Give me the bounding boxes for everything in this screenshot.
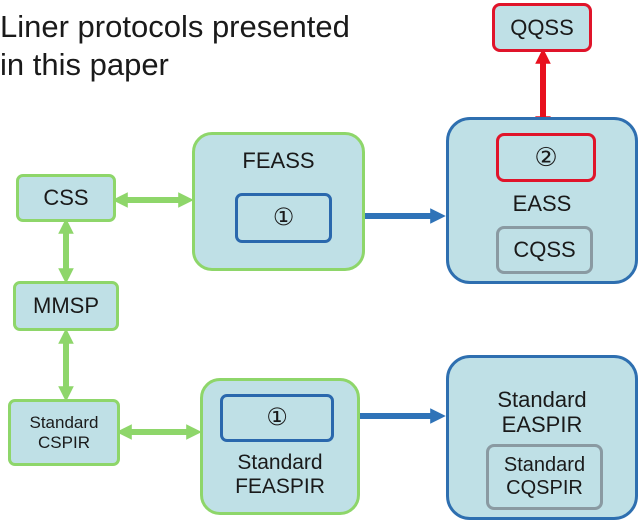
feass-marker: ① [272,204,295,232]
feass-box: FEASS ① [192,132,365,271]
eass-title: EASS [512,191,572,217]
cqss-label: CQSS [513,237,576,263]
standard-feaspir-line-2: FEASPIR [235,475,325,498]
standard-feaspir-line-1: Standard [237,450,323,474]
standard-feaspir-box: ① Standard FEASPIR [200,378,360,515]
eass-marker: ② [534,141,558,172]
mmsp-box: MMSP [13,281,119,331]
mmsp-label: MMSP [33,293,99,319]
standard-cspir-line-2: CSPIR [38,432,90,452]
feass-title: FEASS [242,148,315,174]
standard-cspir-line-1: Standard [29,412,99,432]
qqss-label: QQSS [510,14,574,40]
eass-marker-box: ② [496,133,596,182]
standard-easpir-label: Standard EASPIR [449,386,635,438]
eass-box: ② EASS CQSS [446,117,638,284]
standard-cqspir-box: Standard CQSPIR [486,444,603,510]
standard-cspir-box: Standard CSPIR [8,399,120,466]
feaspir-marker-box: ① [220,394,334,442]
css-label: CSS [43,185,89,211]
feaspir-marker: ① [266,404,288,432]
qqss-box: QQSS [492,3,592,52]
heading-line-2: in this paper [0,47,169,82]
diagram-heading: Liner protocols presented in this paper [0,8,350,84]
standard-easpir-line-2: EASPIR [501,412,583,437]
heading-line-1: Liner protocols presented [0,9,350,44]
feass-marker-box: ① [235,193,332,243]
standard-feaspir-label: Standard FEASPIR [203,447,357,503]
standard-cqspir-line-2: CQSPIR [506,477,583,499]
standard-easpir-box: Standard EASPIR Standard CQSPIR [446,355,638,520]
standard-easpir-line-1: Standard [497,386,587,412]
standard-cqspir-line-1: Standard [503,454,586,476]
cqss-box: CQSS [496,226,593,274]
css-box: CSS [16,174,116,222]
